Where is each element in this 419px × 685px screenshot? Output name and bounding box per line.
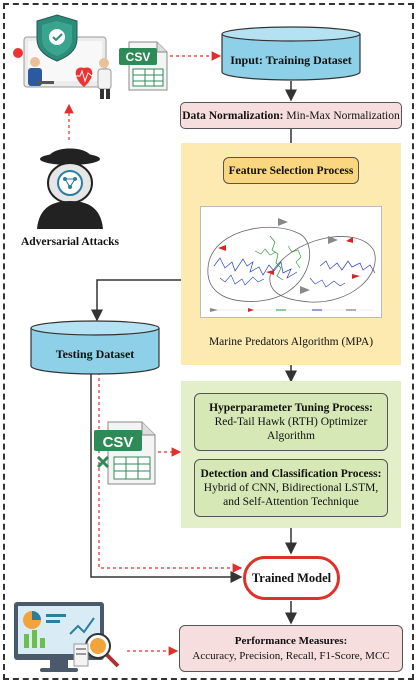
top-csv-text: CSV bbox=[126, 50, 151, 64]
normalization-detail: Min-Max Normalization bbox=[283, 109, 400, 122]
testing-dataset-label: Testing Dataset bbox=[55, 347, 135, 361]
performance-box: Performance Measures: Accuracy, Precisio… bbox=[179, 625, 403, 672]
feature-selection-label: Feature Selection Process bbox=[228, 164, 354, 177]
arrow-mpa-to-testing bbox=[91, 279, 203, 322]
performance-metrics: Accuracy, Precision, Recall, F1-Score, M… bbox=[192, 649, 390, 662]
trained-model-box: Trained Model bbox=[243, 556, 340, 600]
dashed-arrow-testing-to-trained bbox=[98, 372, 243, 573]
normalization-title: Data Normalization: bbox=[182, 109, 284, 122]
detection-title: Detection and Classification Process: bbox=[200, 468, 382, 480]
performance-title: Performance Measures: bbox=[234, 634, 348, 647]
mpa-caption: Marine Predators Algorithm (MPA) bbox=[208, 336, 374, 348]
arrow-testing-to-trained bbox=[90, 369, 243, 583]
detection-line1: Hybrid of CNN, Bidirectional LSTM, bbox=[203, 482, 379, 494]
input-dataset-cylinder bbox=[221, 26, 361, 81]
mpa-figure bbox=[200, 206, 382, 318]
testing-dataset-cylinder bbox=[30, 320, 160, 375]
hyperparameter-title: Hyperparameter Tuning Process: bbox=[209, 402, 373, 414]
trained-model-label: Trained Model bbox=[251, 570, 332, 585]
analytics-monitor-icon bbox=[14, 602, 120, 672]
adversarial-label: Adversarial Attacks bbox=[20, 236, 120, 248]
security-illustration bbox=[13, 14, 112, 99]
hacker-icon bbox=[37, 148, 103, 229]
outer-dashed-border bbox=[3, 3, 414, 680]
normalization-box: Data Normalization: Min-Max Normalizatio… bbox=[180, 102, 402, 129]
hyperparameter-box: Hyperparameter Tuning Process: Red-Tail … bbox=[194, 393, 388, 451]
hyperparameter-line1: Red-Tail Hawk (RTH) Optimizer bbox=[214, 416, 368, 428]
detection-box: Detection and Classification Process: Hy… bbox=[194, 459, 388, 517]
input-dataset-label: Input: Training Dataset bbox=[230, 53, 352, 67]
top-csv-icon: CSV bbox=[119, 41, 168, 91]
detection-line2: and Self-Attention Technique bbox=[223, 496, 359, 508]
feature-selection-box: Feature Selection Process bbox=[223, 157, 359, 184]
hyperparameter-line2: Algorithm bbox=[267, 430, 315, 442]
middle-csv-text: CSV bbox=[103, 434, 134, 451]
middle-csv-icon: CSV bbox=[94, 421, 156, 485]
